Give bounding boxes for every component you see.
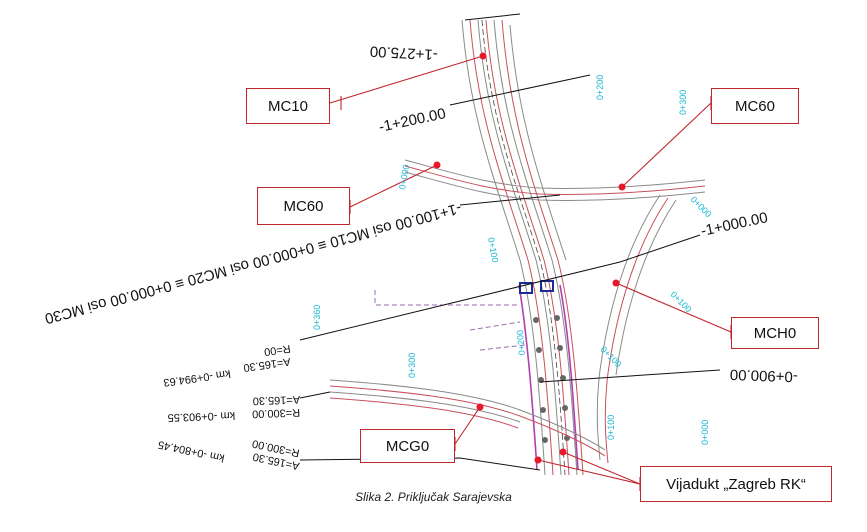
curve1-km: km -0+994.63 bbox=[163, 367, 232, 388]
curve1-r: R=00 bbox=[263, 342, 291, 358]
mch0-ramp bbox=[596, 194, 677, 464]
chainage-0300-lower: 0+300 bbox=[407, 353, 417, 378]
chainage-0360: 0+360 bbox=[312, 305, 322, 330]
main-road bbox=[461, 19, 584, 476]
label-mcg0: MCG0 bbox=[360, 429, 455, 463]
label-viaduct: Vijadukt „Zagreb RK“ bbox=[640, 466, 832, 502]
chainage-0000-bottom: 0+000 bbox=[700, 420, 710, 445]
station-1200: -1+200.00 bbox=[377, 105, 447, 136]
chainage-0000-right: 0+000 bbox=[689, 194, 714, 219]
label-mch0: MCH0 bbox=[731, 317, 819, 349]
station-1100: -1+100.00 osi MC10 ≡ 0+000.00 osi MC20 ≡… bbox=[43, 199, 463, 327]
axis-markers bbox=[433, 52, 626, 464]
chainage-0300-top: 0+300 bbox=[678, 90, 688, 115]
chainage-0200-ramp: 0+200 bbox=[515, 330, 527, 356]
chainage-0100-main: 0+100 bbox=[486, 237, 500, 264]
dashed-lines bbox=[374, 290, 526, 351]
station-0900: -0+900.00 bbox=[730, 366, 799, 385]
mc60-road bbox=[404, 159, 706, 201]
station-lines bbox=[299, 13, 721, 471]
curve2-a: A=165.30 bbox=[253, 393, 301, 407]
chainage-0000-left: 0+000 bbox=[397, 164, 411, 191]
label-mc10: MC10 bbox=[246, 88, 330, 124]
viaduct-abutment-right bbox=[540, 280, 554, 292]
viaduct-abutment-left bbox=[519, 282, 533, 294]
label-mc60-left: MC60 bbox=[257, 187, 350, 225]
mcg0-road bbox=[329, 379, 606, 457]
chainage-0100-bottom: 0+100 bbox=[606, 415, 616, 440]
chainage-0200-top: 0+200 bbox=[595, 75, 605, 100]
station-1275: -1+275.00 bbox=[369, 42, 438, 63]
figure-caption: Slika 2. Priključak Sarajevska bbox=[355, 490, 512, 504]
label-mc60-right: MC60 bbox=[711, 88, 799, 124]
curve2-r: R=300.00 bbox=[252, 406, 300, 420]
curve2-km: km -0+903.55 bbox=[167, 409, 235, 423]
curve3-km: km -0+804.45 bbox=[157, 438, 226, 464]
viaduct-outline bbox=[518, 284, 579, 471]
viaduct-piers bbox=[533, 315, 570, 443]
